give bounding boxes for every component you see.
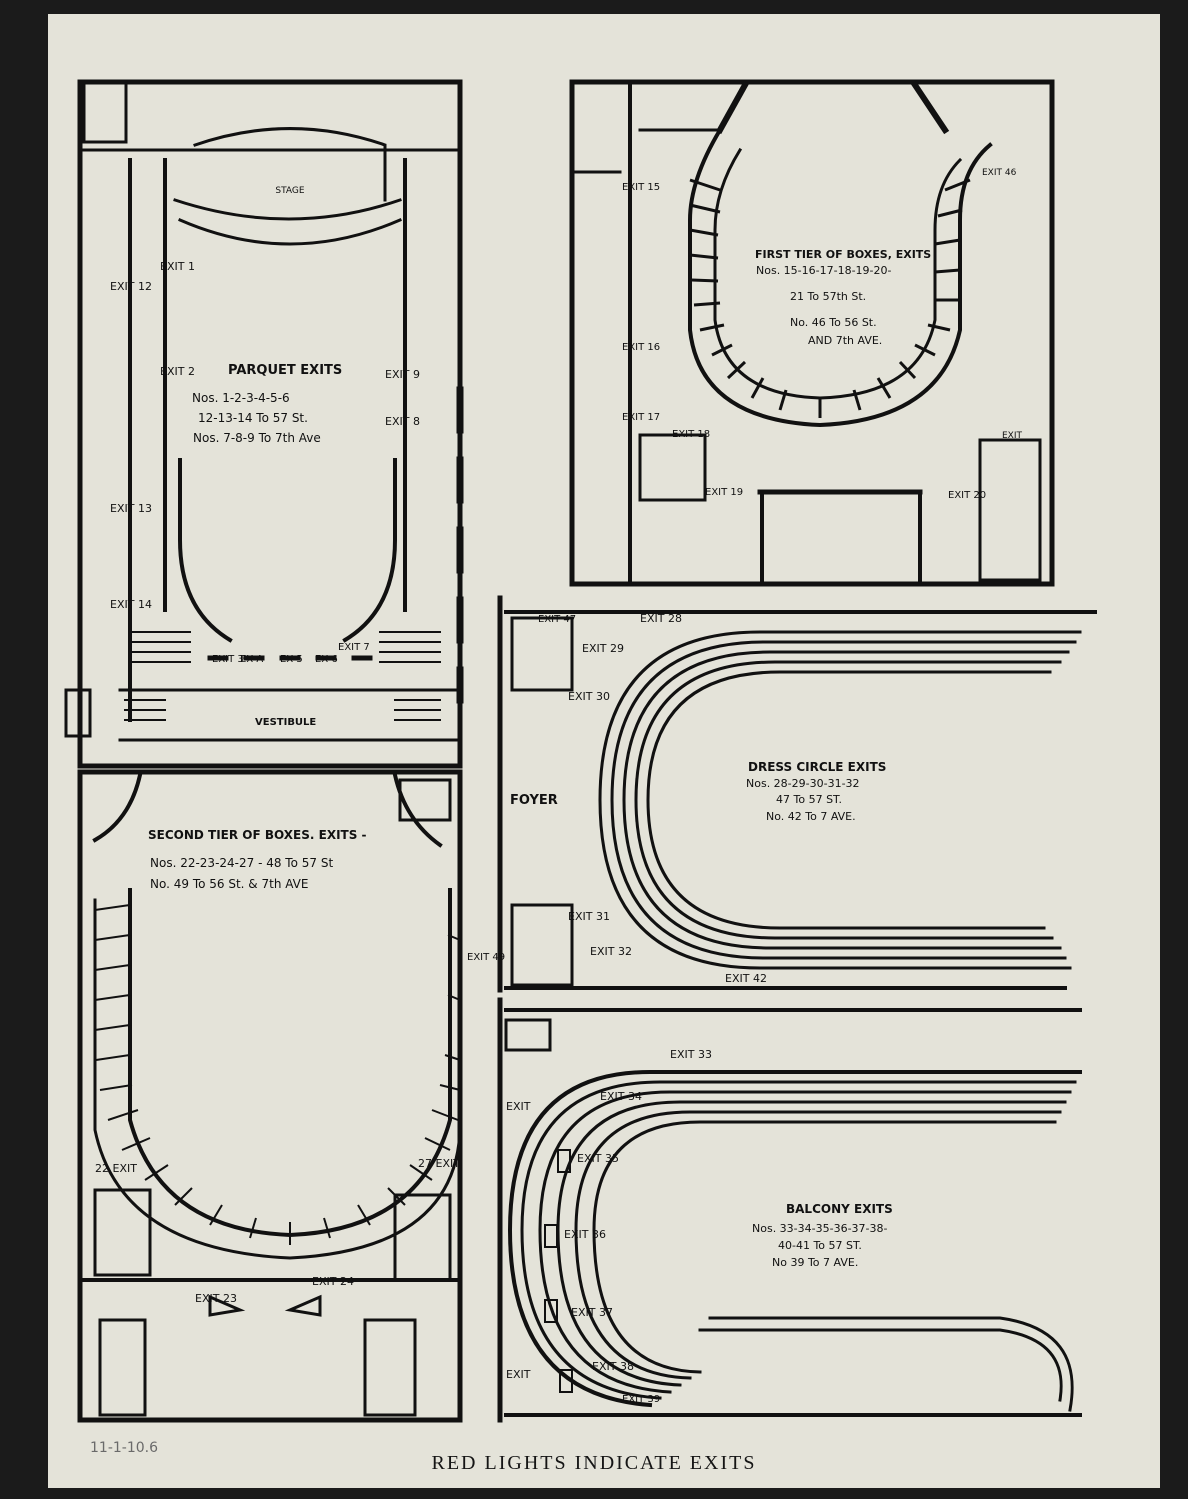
second-tier-box-ticks <box>94 904 461 1245</box>
balcony-title: BALCONY EXITS <box>786 1202 893 1216</box>
second-tier-line-2: No. 49 To 56 St. & 7th AVE <box>150 877 308 891</box>
second-tier-exit-22: 22 EXIT <box>95 1162 137 1175</box>
parquet-exit-12: EXIT 12 <box>110 280 152 293</box>
first-tier-exit-17: EXIT 17 <box>622 412 660 423</box>
dress-circle-exit-31: EXIT 31 <box>568 910 610 923</box>
balcony-exit-35: EXIT 35 <box>577 1152 619 1165</box>
balcony-exit-34: EXIT 34 <box>600 1090 642 1103</box>
first-tier-exit-right: EXIT <box>1002 431 1023 441</box>
first-tier-title: FIRST TIER OF BOXES, EXITS <box>755 248 931 261</box>
first-tier-exit-16: EXIT 16 <box>622 342 660 353</box>
pencil-annotation: 11-1-10.6 <box>90 1440 158 1456</box>
parquet-line-3: Nos. 7-8-9 To 7th Ave <box>193 431 321 445</box>
first-tier-plan <box>569 79 1055 587</box>
dress-circle-exit-30: EXIT 30 <box>568 690 610 703</box>
dress-circle-line-3: No. 42 To 7 AVE. <box>766 810 856 823</box>
first-tier-exit-46: EXIT 46 <box>982 168 1017 178</box>
parquet-exit-1: EXIT 1 <box>160 260 195 273</box>
balcony-line-1: Nos. 33-34-35-36-37-38- <box>752 1222 888 1235</box>
parquet-line-2: 12-13-14 To 57 St. <box>198 411 308 425</box>
first-tier-line-3: No. 46 To 56 St. <box>790 316 877 329</box>
parquet-plan <box>64 79 464 769</box>
dress-circle-exit-29: EXIT 29 <box>582 642 624 655</box>
balcony-exit-39: EXIT 39 <box>622 1394 660 1405</box>
second-tier-exit-27: 27 EXIT <box>418 1157 460 1170</box>
first-tier-line-4: AND 7th AVE. <box>808 334 882 347</box>
parquet-exit-8: EXIT 8 <box>385 415 420 428</box>
first-tier-exit-15: EXIT 15 <box>622 182 660 193</box>
parquet-exit-7: EXIT 7 <box>338 642 370 653</box>
dress-circle-exit-28: EXIT 28 <box>640 612 682 625</box>
vestibule-label: VESTIBULE <box>255 717 316 728</box>
first-tier-line-2: 21 To 57th St. <box>790 290 866 303</box>
dress-circle-exit-47: EXIT 47 <box>538 614 576 625</box>
first-tier-box-ticks <box>689 178 971 418</box>
footer-caption: RED LIGHTS INDICATE EXITS <box>431 1452 757 1474</box>
balcony-plan <box>497 997 1082 1423</box>
parquet-exit-a: EX A <box>240 654 263 665</box>
balcony-exit-36: EXIT 36 <box>564 1228 606 1241</box>
first-tier-exit-20: EXIT 20 <box>948 490 986 501</box>
balcony-exit-left: EXIT <box>506 1100 531 1113</box>
foyer-label: FOYER <box>510 793 558 808</box>
dress-circle-plan <box>497 595 1097 993</box>
parquet-title: PARQUET EXITS <box>228 363 342 378</box>
balcony-line-2: 40-41 To 57 ST. <box>778 1239 862 1252</box>
parquet-exit-9: EXIT 9 <box>385 368 420 381</box>
dress-circle-line-1: Nos. 28-29-30-31-32 <box>746 777 860 790</box>
stage-label: STAGE <box>275 186 304 196</box>
second-tier-title: SECOND TIER OF BOXES. EXITS - <box>148 828 367 842</box>
parquet-line-1: Nos. 1-2-3-4-5-6 <box>192 391 290 405</box>
dress-circle-title: DRESS CIRCLE EXITS <box>748 760 886 774</box>
balcony-exit-bottom-left: EXIT <box>506 1368 531 1381</box>
second-tier-line-1: Nos. 22-23-24-27 - 48 To 57 St <box>150 856 333 870</box>
balcony-exit-boxes <box>544 1149 573 1393</box>
second-tier-exit-23: EXIT 23 <box>195 1292 237 1305</box>
balcony-exit-33: EXIT 33 <box>670 1048 712 1061</box>
dress-circle-exit-42: EXIT 42 <box>725 972 767 985</box>
parquet-exit-3: EXIT 3 <box>212 654 244 665</box>
first-tier-exit-18: EXIT 18 <box>672 429 710 440</box>
balcony-exit-37: EXIT 37 <box>571 1306 613 1319</box>
first-tier-line-1: Nos. 15-16-17-18-19-20- <box>756 264 892 277</box>
dress-circle-exit-32: EXIT 32 <box>590 945 632 958</box>
parquet-exit-13: EXIT 13 <box>110 502 152 515</box>
parquet-exit-6: EX 6 <box>315 654 338 665</box>
second-tier-exit-24: EXIT 24 <box>312 1275 354 1288</box>
parquet-exit-14: EXIT 14 <box>110 598 152 611</box>
balcony-line-3: No 39 To 7 AVE. <box>772 1256 858 1269</box>
dress-circle-line-2: 47 To 57 ST. <box>776 793 842 806</box>
second-tier-exit-49: EXIT 49 <box>467 952 505 963</box>
parquet-exit-2: EXIT 2 <box>160 365 195 378</box>
balcony-exit-38: EXIT 38 <box>592 1360 634 1373</box>
parquet-exit-5: EX 5 <box>280 654 303 665</box>
first-tier-exit-19: EXIT 19 <box>705 487 743 498</box>
